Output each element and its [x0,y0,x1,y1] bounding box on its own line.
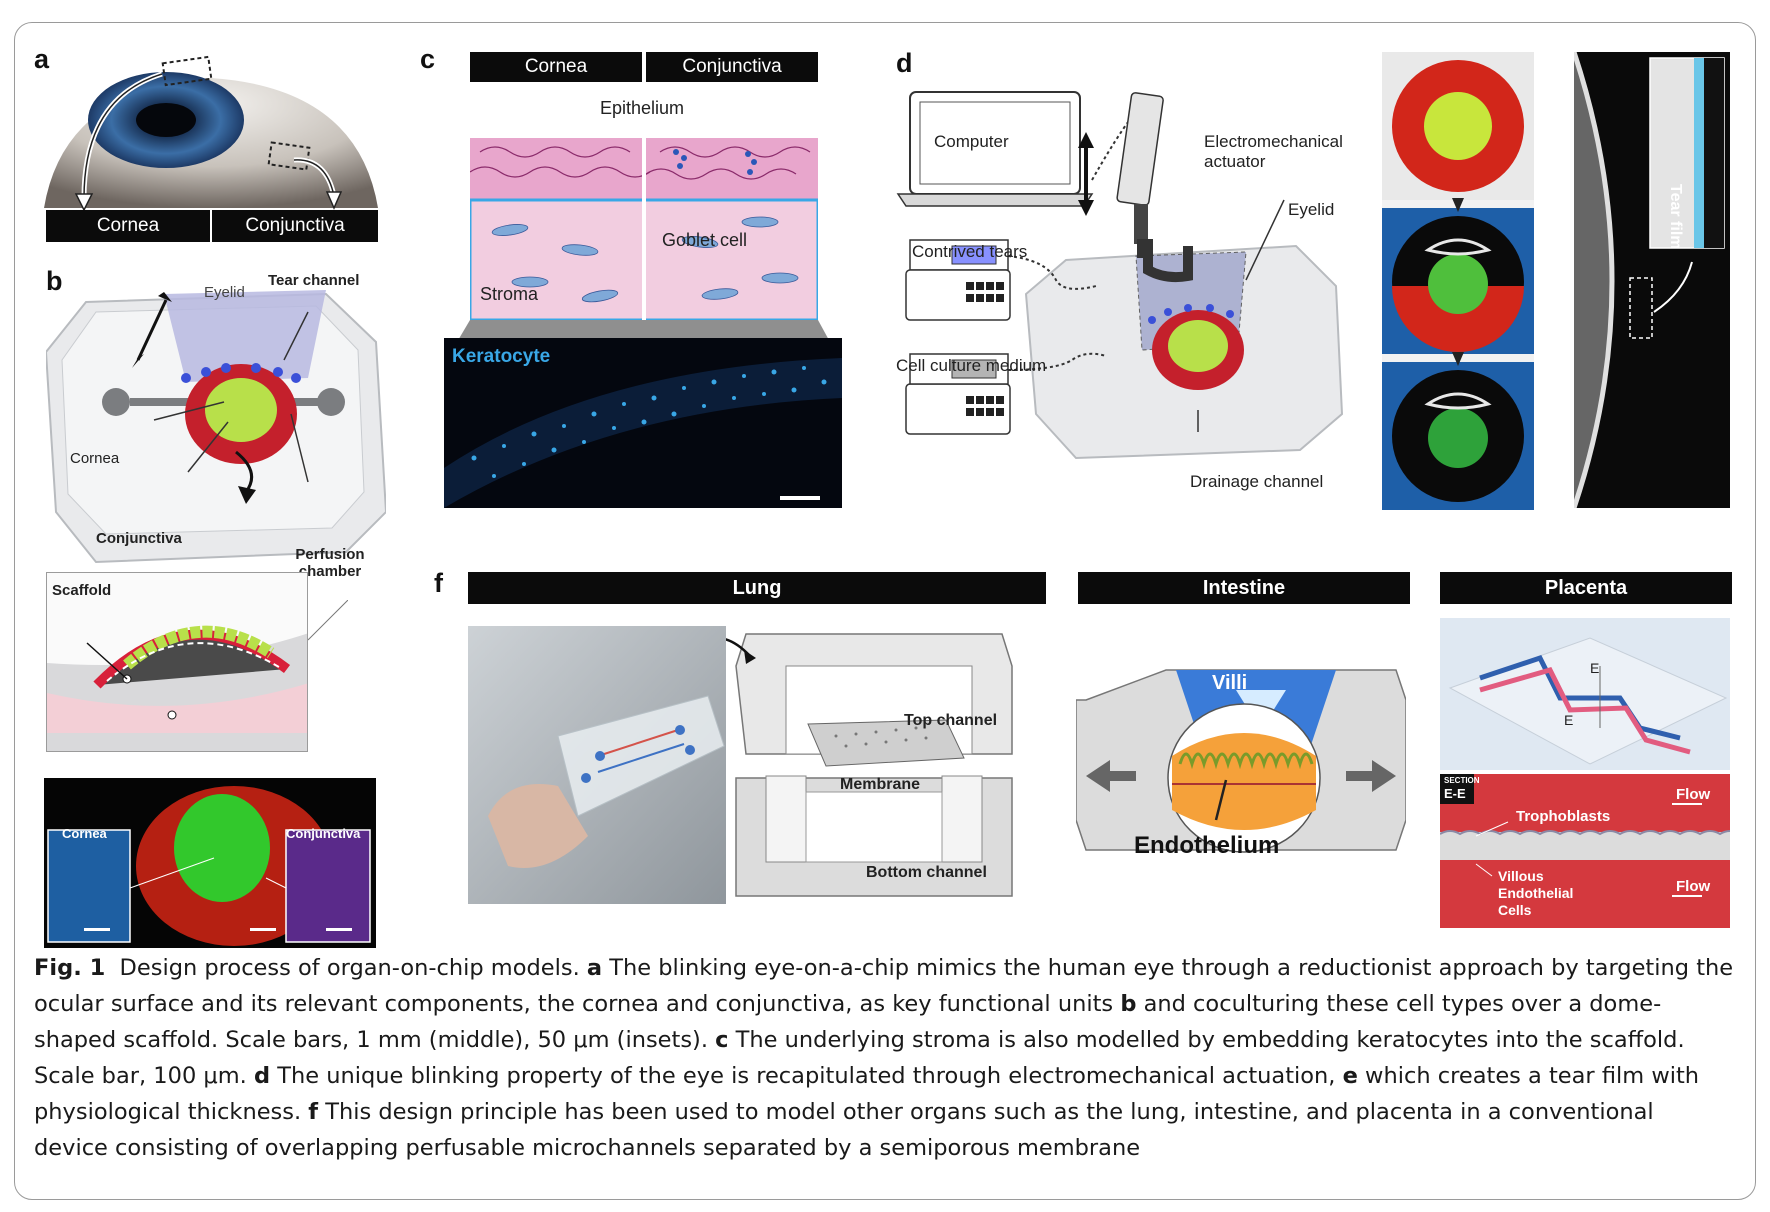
panel-label-a: a [34,44,50,74]
c-stroma-label: Stroma [480,284,539,304]
caption-text-2: and coculturing these cell types over a … [34,991,1662,1053]
f-flow-label-bottom: Flow [1676,878,1711,895]
c-keratocyte-image [444,338,842,508]
b-tear-channel-label: Tear channel [268,272,360,289]
panel-label-f: f [434,568,443,598]
panel-c-tab-conjunctiva: Conjunctiva [646,52,818,82]
f-header-placenta: Placenta [1440,572,1732,604]
f-flow-label-top: Flow [1676,786,1711,803]
keratocyte-svg [444,358,842,508]
caption-text-0: Design process of organ-on-chip models. [119,955,587,981]
c-goblet-label: Goblet cell [662,230,748,250]
d-eyelid-label: Eyelid [1288,200,1335,219]
b-eyelid-label: Eyelid [204,284,245,301]
c-keratocyte-label: Keratocyte [452,346,551,367]
figure-frame [14,22,1756,1200]
d-medium-label: Cell culture medium [896,356,1047,375]
caption-fig-label: Fig. 1 [34,955,106,981]
panel-b-device [46,272,386,572]
panel-d-setup [896,80,1356,500]
b-connector-lines [308,600,348,670]
caption-mark-c: c [715,1027,729,1053]
caption-mark-f: f [308,1099,319,1125]
panel-label-c: c [420,44,436,74]
d-tears-label: Contrived tears [912,242,1028,261]
f-top-channel-label: Top channel [904,712,998,729]
f-placenta-chip-photo [1440,618,1730,770]
caption-mark-d: d [253,1063,271,1089]
panel-label-b: b [46,266,63,296]
f-lung-diagram [726,626,1022,902]
lung-diagram-svg [726,633,1013,897]
f-placenta-section [1440,774,1730,928]
lung-photo-svg [468,626,726,904]
panel-a-eye [44,48,378,244]
caption-text-3: The underlying stroma is also modelled b… [34,1027,1685,1089]
b-conjunctiva-label: Conjunctiva [96,530,182,547]
b-scaffold-label: Scaffold [52,582,112,599]
panel-a-tab-cornea: Cornea [46,210,210,242]
histology-svg [470,82,818,320]
b-cornea-label: Cornea [70,450,120,467]
f-ee-label: E-E [1444,786,1466,801]
b-perfusion-label: Perfusion chamber [295,546,365,580]
caption-mark-e: e [1342,1063,1358,1089]
f-header-intestine: Intestine [1078,572,1410,604]
blink-sequence-svg [1382,52,1534,510]
d-computer-label: Computer [934,132,1009,151]
scaffold-svg [47,625,307,751]
f-villous-label: Villous Endothelial Cells [1498,868,1574,918]
f-endothelium-label: Endothelium [1134,832,1280,859]
caption-mark-b: b [1120,991,1137,1017]
f-intestine-diagram [1076,660,1406,860]
intestine-svg [1076,669,1406,853]
f-villi-label: Villi [1212,672,1248,694]
e-tear-film-label: Tear film [1667,184,1684,250]
d-actuator-label: Electromechanical actuator [1204,132,1343,171]
placenta-photo-svg [1440,618,1730,770]
fluorescence-svg [47,786,371,946]
f-lung-photo [468,626,726,904]
setup-svg [896,91,1344,460]
f-trophoblasts-label: Trophoblasts [1516,808,1611,825]
caption-text-4: The unique blinking property of the eye … [270,1063,1343,1089]
figure-caption: Fig. 1 Design process of organ-on-chip m… [34,950,1734,1166]
caption-text-1: The blinking eye-on-a-chip mimics the hu… [34,955,1734,1017]
caption-text-6: This design principle has been used to m… [34,1099,1654,1161]
f-e-mark-1: E [1590,660,1600,676]
panel-label-d: d [896,48,913,78]
panel-c-tab-cornea: Cornea [470,52,642,82]
f-header-lung: Lung [468,572,1046,604]
eye-illustration [44,55,378,212]
eye-on-chip-device [46,290,386,564]
b-inset-conjunctiva-label: Conjunctiva [286,826,361,841]
f-section-label: SECTION [1444,776,1480,785]
panel-b-scaffold-cross-section [46,572,308,752]
panel-b-fluorescence-image [44,778,376,948]
f-e-mark-2: E [1564,712,1574,728]
f-bottom-channel-label: Bottom channel [866,864,987,881]
f-membrane-label: Membrane [840,776,921,793]
caption-text-5: which creates a tear film with physiolog… [34,1063,1700,1125]
caption-mark-a: a [586,955,603,981]
oct-svg [1574,52,1725,508]
panel-a-tab-conjunctiva: Conjunctiva [212,210,378,242]
c-epithelium-label: Epithelium [596,98,689,119]
b-inset-cornea-label: Cornea [62,826,107,841]
placenta-section-svg [1440,774,1730,928]
d-blink-sequence [1382,52,1534,510]
panel-c-histology [470,82,818,320]
d-drainage-label: Drainage channel [1190,472,1324,491]
e-oct-image [1574,52,1730,508]
